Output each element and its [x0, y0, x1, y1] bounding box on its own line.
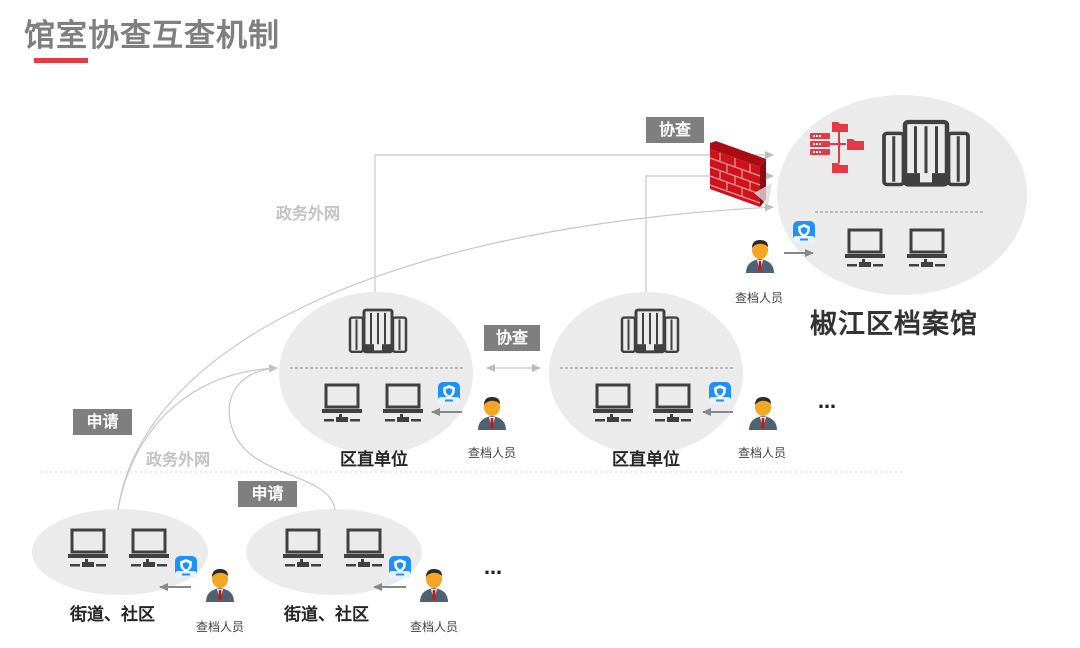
district-unit-name: 区直单位	[340, 450, 408, 470]
street-unit-name: 街道、社区	[70, 605, 155, 625]
title-accent-bar	[34, 58, 88, 63]
archive-app-icon	[793, 221, 815, 243]
street2-app-icon	[389, 556, 411, 578]
street-person-label: 查档人员	[410, 620, 459, 634]
district2-person-icon	[749, 397, 777, 430]
firewall-icon	[709, 141, 772, 207]
apply-tag-mid: 申请	[238, 481, 297, 507]
street2-person-icon	[420, 569, 448, 602]
page-title: 馆室协查互查机制	[24, 18, 280, 54]
archive-name: 椒江区档案馆	[810, 309, 978, 340]
gov-network-label-top: 政务外网	[276, 204, 341, 223]
link-district1-archive	[374, 151, 774, 292]
street1-person-icon	[206, 569, 234, 602]
street-person-label: 查档人员	[196, 620, 245, 634]
link-street1-district	[117, 364, 278, 511]
xiecha-tag-top: 协查	[646, 117, 704, 143]
server-folder-network-icon	[810, 122, 864, 173]
district1-app-icon	[438, 382, 460, 404]
district-node-1	[279, 292, 473, 454]
district-node-2	[549, 292, 743, 454]
gov-network-label-bottom: 政务外网	[146, 450, 211, 469]
street1-app-icon	[175, 556, 197, 578]
link-street2-district	[228, 367, 336, 511]
archive-person-icon	[746, 240, 774, 273]
street-unit-name: 街道、社区	[284, 605, 369, 625]
xiecha-tag-mid: 协查	[484, 325, 540, 351]
more-district-ellipsis: …	[818, 392, 837, 413]
street-node-1	[32, 509, 208, 595]
district-unit-name: 区直单位	[612, 450, 680, 470]
more-street-ellipsis: …	[484, 558, 503, 579]
district-person-label: 查档人员	[468, 446, 517, 460]
archive-person-label: 查档人员	[735, 291, 784, 305]
apply-tag-left: 申请	[73, 409, 132, 435]
district1-person-icon	[478, 397, 506, 430]
archive-node	[777, 95, 1027, 295]
district-person-label: 查档人员	[738, 446, 787, 460]
street-node-2	[246, 509, 422, 595]
link-street-archive	[117, 203, 774, 511]
district2-app-icon	[709, 382, 731, 404]
